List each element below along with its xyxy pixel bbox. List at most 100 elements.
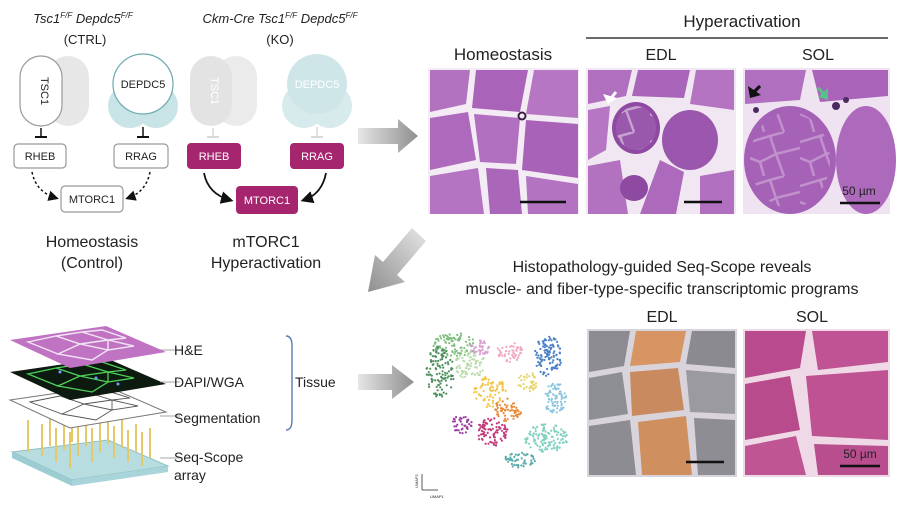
umap-point: [515, 406, 518, 409]
umap-point: [516, 458, 520, 461]
umap-point: [468, 367, 471, 370]
umap-point: [461, 427, 464, 430]
umap-point: [482, 390, 485, 393]
umap-point: [435, 393, 439, 396]
umap-point: [494, 389, 497, 392]
umap-point: [540, 355, 543, 358]
umap-point: [545, 406, 548, 409]
homeostasis-image: [428, 68, 579, 214]
umap-point: [520, 457, 523, 460]
umap-point: [441, 356, 444, 359]
umap-point: [498, 355, 501, 358]
umap-point: [441, 370, 444, 373]
umap-point: [466, 427, 469, 430]
umap-point: [558, 347, 561, 350]
umap-point: [533, 460, 536, 463]
umap-point: [443, 351, 446, 355]
umap-point: [547, 373, 550, 376]
umap-point: [431, 355, 434, 358]
umap-point: [519, 385, 522, 388]
umap-point: [488, 386, 492, 390]
umap-point: [519, 351, 523, 355]
umap-point: [539, 361, 542, 365]
umap-point: [445, 392, 448, 395]
umap-point: [498, 398, 502, 402]
umap-point: [465, 420, 469, 424]
umap-point: [503, 427, 506, 431]
umap-point: [504, 419, 507, 422]
umap-point: [504, 426, 507, 429]
umap-point: [455, 416, 458, 419]
umap-point: [541, 442, 544, 445]
umap-point: [481, 346, 484, 349]
umap-point: [547, 339, 550, 342]
umap-point: [432, 363, 435, 366]
umap-point: [534, 442, 538, 445]
umap-point: [430, 374, 433, 377]
sol-scale-label-bottom: 50 µm: [843, 447, 877, 461]
umap-point: [553, 338, 556, 341]
umap-point: [549, 337, 552, 340]
umap-point: [463, 347, 466, 350]
umap-point: [444, 371, 447, 374]
umap-point: [530, 386, 533, 389]
umap-point: [483, 378, 486, 381]
umap-point: [473, 350, 476, 353]
umap-point: [454, 338, 457, 341]
umap-point: [559, 390, 562, 393]
umap-point: [436, 379, 440, 382]
umap-point: [526, 437, 529, 440]
umap-point: [554, 387, 557, 390]
umap-point: [429, 352, 432, 355]
umap-point: [497, 415, 500, 418]
umap-point: [528, 375, 531, 378]
umap-point: [502, 408, 505, 411]
umap-point: [450, 337, 453, 340]
umap-point: [482, 419, 485, 422]
umap-point: [529, 430, 532, 433]
umap-point: [501, 346, 504, 349]
umap-point: [466, 354, 469, 357]
umap-point: [437, 384, 440, 387]
umap-point: [491, 402, 494, 405]
umap-point: [548, 335, 551, 338]
umap-point: [493, 432, 496, 435]
umap-point: [428, 385, 431, 388]
umap-point: [452, 377, 455, 381]
umap-point: [544, 392, 547, 395]
umap-point: [531, 372, 534, 375]
umap-point: [535, 353, 538, 356]
umap-point: [522, 465, 525, 468]
umap-point: [475, 350, 478, 353]
umap-point: [482, 357, 485, 360]
umap-point: [496, 384, 499, 387]
umap-point: [525, 373, 529, 376]
edl-image-bottom: [587, 329, 737, 477]
umap-point: [504, 428, 508, 431]
ctrl-mtorc1-box: [60, 185, 124, 213]
umap-point: [546, 355, 549, 358]
umap-point: [506, 418, 509, 421]
umap-point: [548, 444, 552, 447]
sol-black-arrow: [748, 86, 761, 98]
umap-point: [479, 350, 482, 354]
umap-point: [514, 453, 517, 456]
umap-point: [467, 335, 471, 339]
umap-point: [503, 354, 506, 358]
umap-point: [538, 433, 541, 436]
umap-point: [453, 425, 456, 428]
umap-point: [559, 400, 563, 403]
umap-point: [461, 376, 464, 379]
umap-point: [504, 350, 508, 353]
umap-point: [477, 393, 481, 396]
umap-point: [480, 429, 483, 432]
umap-point: [552, 359, 555, 362]
umap-point: [451, 360, 454, 363]
umap-point: [491, 427, 494, 430]
umap-point: [480, 361, 483, 364]
umap-point: [502, 435, 505, 438]
umap-point: [487, 345, 490, 348]
umap-point: [436, 347, 439, 350]
umap-point: [533, 375, 536, 378]
umap-point: [487, 378, 490, 381]
